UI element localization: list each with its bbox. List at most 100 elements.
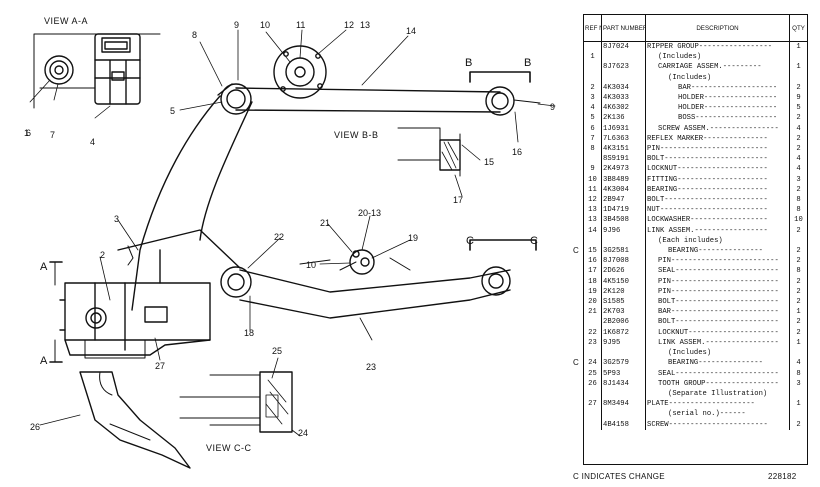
callout-9-right: 9 [550, 102, 556, 112]
ref-no-cell: 20 [584, 297, 602, 308]
ref-no-cell [584, 235, 602, 247]
view-bb-label: VIEW B-B [334, 130, 379, 140]
ref-no-cell: 12 [584, 195, 602, 206]
callout-25: 25 [272, 346, 283, 356]
header-description: DESCRIPTION [645, 15, 790, 42]
description-cell: (Each includes) [645, 235, 790, 247]
ref-no-cell [584, 317, 602, 328]
callout-3: 3 [114, 214, 120, 224]
ref-no-cell: 18 [584, 276, 602, 287]
ref-no-cell: 3 [584, 93, 602, 104]
table-row: (Includes) [584, 72, 808, 83]
part-number-cell: 3B4508 [601, 215, 646, 226]
ref-no-cell: 11 [584, 184, 602, 196]
description-cell: LOCKWASHER------------------ [645, 215, 790, 226]
part-number-cell [601, 72, 646, 83]
description-cell: (Includes) [645, 52, 790, 63]
part-number-cell: 1K6872 [601, 327, 646, 338]
qty-cell: 2 [796, 328, 801, 337]
description-cell: SCREW ASSEM.---------------- [645, 123, 790, 134]
ref-no-cell: 2 [584, 82, 602, 94]
ref-no-cell: 7 [584, 133, 602, 145]
part-number-cell: S1585 [601, 297, 646, 308]
qty-cell: 2 [796, 257, 801, 266]
section-mark-b-right: B [524, 57, 532, 69]
description-cell: PIN------------------------- [645, 256, 790, 267]
part-number-cell: 8J7623 [601, 62, 646, 73]
callout-14: 14 [406, 26, 417, 36]
parts-table-header: REF NO. PART NUMBER DESCRIPTION QTY [584, 15, 807, 42]
ref-no-cell: 13 [584, 205, 602, 216]
qty-cell: 4 [796, 155, 801, 164]
description-cell: (Includes) [645, 348, 790, 359]
ref-no-cell [584, 388, 602, 400]
table-row: 1(Includes) [584, 52, 807, 63]
callout-20-13: 20-13 [358, 208, 382, 218]
qty-cell [790, 409, 808, 419]
part-number-cell [601, 348, 646, 359]
callout-6-num: 6 [26, 128, 32, 138]
ref-no-cell [584, 154, 602, 165]
callout-23: 23 [366, 362, 377, 372]
ref-no-cell: 13 [584, 215, 602, 226]
description-cell: SCREW----------------------- [645, 419, 790, 430]
description-cell: BEARING--------------- [645, 358, 790, 369]
qty-cell: 2 [796, 83, 801, 92]
part-number-cell: 8S9191 [601, 154, 646, 165]
part-number-cell: 4K3004 [601, 184, 646, 196]
part-number-cell: 2K703 [601, 307, 646, 318]
ref-no-cell: 22 [584, 327, 602, 338]
callout-26: 26 [30, 422, 41, 432]
part-number-cell: 5P93 [601, 368, 646, 379]
description-cell: BEARING--------------------- [645, 184, 790, 196]
description-cell: BEARING--------------- [645, 246, 790, 257]
part-number-cell: 1J6931 [601, 123, 646, 134]
qty-cell: 2 [796, 277, 801, 286]
qty-cell [790, 348, 808, 358]
description-cell: PLATE-------------------- [645, 399, 790, 410]
callout-16: 16 [512, 147, 523, 157]
description-cell: PIN------------------------- [645, 286, 790, 298]
qty-cell: 1 [796, 338, 801, 347]
callout-19: 19 [408, 233, 419, 243]
qty-cell: 8 [796, 196, 801, 205]
ref-no-cell: 15 [584, 246, 602, 257]
description-cell: (serial no.)------ [645, 409, 790, 420]
qty-cell: 2 [796, 114, 801, 123]
qty-cell: 8 [796, 369, 801, 378]
part-number-cell: 2B2006 [601, 317, 646, 328]
callout-18: 18 [244, 328, 255, 338]
change-mark: C [573, 358, 579, 367]
part-number-cell: 3G2581 [601, 246, 646, 257]
description-cell: LINK ASSEM.----------------- [645, 337, 790, 349]
qty-cell: 3 [796, 379, 801, 388]
parts-list-table: REF NO. PART NUMBER DESCRIPTION QTY 8J70… [583, 14, 808, 465]
ref-no-cell: 27 [584, 399, 602, 410]
callout-10-lower: 10 [306, 260, 317, 270]
description-cell: REFLEX MARKER--------------- [645, 133, 790, 145]
part-number-cell: 2D626 [601, 266, 646, 277]
qty-cell [790, 73, 808, 83]
table-row: (serial no.)------ [584, 409, 808, 420]
qty-cell: 2 [796, 145, 801, 154]
description-cell: TOOTH GROUP----------------- [645, 378, 790, 389]
ref-no-cell [584, 62, 602, 73]
part-number-cell: 9J95 [601, 337, 646, 349]
change-mark: C [573, 246, 579, 255]
description-cell: (Separate Illustration) [645, 388, 790, 400]
ref-no-cell: 10 [584, 174, 602, 185]
qty-cell: 2 [796, 247, 801, 256]
description-cell: NUT------------------------- [645, 205, 790, 216]
